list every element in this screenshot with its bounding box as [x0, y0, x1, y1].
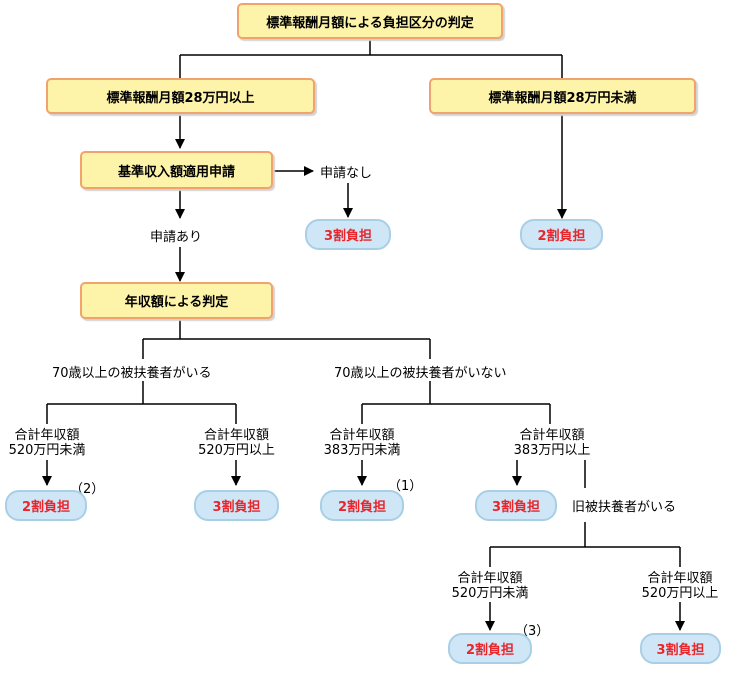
income-label: 合計年収額 — [457, 571, 523, 586]
threshold-label: 520万円以上 — [198, 443, 275, 458]
result-2wari-with-dep: 2割負担 — [5, 490, 87, 521]
condition-520-under-left: 合計年収額 520万円未満 — [2, 428, 92, 458]
result-2wari-former: 2割負担 — [448, 633, 532, 664]
with-dependents-label: 70歳以上の被扶養者がいる — [52, 366, 212, 381]
income-label: 合計年収額 — [329, 428, 395, 443]
note-1: （1） — [388, 479, 423, 494]
threshold-label: 520万円未満 — [451, 586, 529, 601]
condition-520-over-left: 合計年収額 520万円以上 — [189, 428, 284, 458]
result-2wari-low: 2割負担 — [520, 219, 603, 250]
income-judge-box: 年収額による判定 — [80, 282, 273, 319]
branch-high-box: 標準報酬月額28万円以上 — [46, 78, 315, 114]
result-3wari-no-apply: 3割負担 — [305, 219, 391, 250]
threshold-label: 520万円未満 — [8, 443, 86, 458]
condition-520-over-former: 合計年収額 520万円以上 — [632, 571, 728, 601]
condition-520-under-former: 合計年収額 520万円未満 — [440, 571, 540, 601]
income-label: 合計年収額 — [203, 428, 269, 443]
income-label: 合計年収額 — [519, 428, 585, 443]
threshold-label: 383万円未満 — [323, 443, 401, 458]
condition-383-under: 合計年収額 383万円未満 — [314, 428, 410, 458]
income-label: 合計年収額 — [647, 571, 713, 586]
result-2wari-without-dep: 2割負担 — [320, 490, 404, 521]
former-dependents-label: 旧被扶養者がいる — [572, 500, 677, 515]
threshold-label: 383万円以上 — [513, 443, 591, 458]
without-dependents-label: 70歳以上の被扶養者がいない — [334, 366, 507, 381]
apply-box: 基準収入額適用申請 — [80, 151, 273, 189]
threshold-label: 520万円以上 — [641, 586, 719, 601]
result-3wari-without-dep: 3割負担 — [475, 490, 557, 521]
income-label: 合計年収額 — [14, 428, 80, 443]
yes-apply-label: 申請あり — [150, 230, 203, 245]
title-box: 標準報酬月額による負担区分の判定 — [237, 3, 503, 39]
condition-383-over: 合計年収額 383万円以上 — [504, 428, 600, 458]
no-apply-label: 申請なし — [320, 166, 373, 181]
result-3wari-former: 3割負担 — [640, 633, 721, 664]
result-3wari-with-dep: 3割負担 — [194, 490, 279, 521]
branch-low-box: 標準報酬月額28万円未満 — [429, 78, 696, 114]
